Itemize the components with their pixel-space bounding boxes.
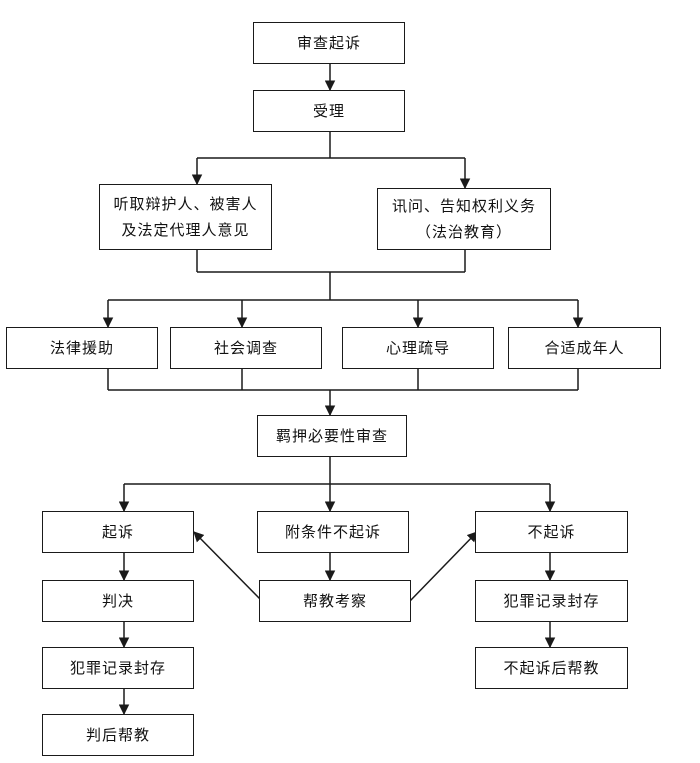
node-label: 合适成年人 [544,339,625,357]
arrow-observation-to-non-prosecution [409,531,478,602]
node-label: 审查起诉 [296,34,361,52]
node-detention-review: 羁押必要性审查 [257,415,407,457]
arrow-observation-to-prosecute [193,531,263,602]
node-label-line2: （法治教育） [415,223,512,241]
node-label-line1: 讯问、告知权利义务 [391,197,536,215]
node-non-prosecution: 不起诉 [475,511,628,553]
node-label: 犯罪记录封存 [69,659,166,677]
node-record-sealing-left: 犯罪记录封存 [42,647,194,689]
node-label: 不起诉后帮教 [503,659,600,677]
node-label: 帮教考察 [302,592,367,610]
node-record-sealing-right: 犯罪记录封存 [475,580,628,622]
node-label: 起诉 [101,523,134,541]
node-legal-aid: 法律援助 [6,327,158,369]
node-label-line2: 及法定代理人意见 [121,221,250,239]
node-label: 受理 [312,102,345,120]
node-post-judgment-assistance: 判后帮教 [42,714,194,756]
node-label: 犯罪记录封存 [503,592,600,610]
node-conditional-non-prosecution: 附条件不起诉 [257,511,409,553]
node-counseling: 心理疏导 [342,327,494,369]
node-label-line1: 听取辩护人、被害人 [113,195,258,213]
node-accept: 受理 [253,90,405,132]
node-label: 法律援助 [49,339,114,357]
node-interrogate: 讯问、告知权利义务 （法治教育） [377,188,551,250]
node-label: 判后帮教 [85,726,150,744]
node-hear-opinions: 听取辩护人、被害人 及法定代理人意见 [99,184,272,250]
node-label: 不起诉 [527,523,576,541]
node-label: 社会调查 [213,339,278,357]
node-label: 羁押必要性审查 [275,427,388,445]
node-prosecute: 起诉 [42,511,194,553]
node-social-survey: 社会调查 [170,327,322,369]
node-judgment: 判决 [42,580,194,622]
node-review-prosecution: 审查起诉 [253,22,405,64]
node-appropriate-adult: 合适成年人 [508,327,661,369]
node-label: 判决 [101,592,134,610]
node-assistance-observation: 帮教考察 [259,580,411,622]
node-label: 心理疏导 [385,339,450,357]
node-post-non-prosecution-assistance: 不起诉后帮教 [475,647,628,689]
node-label: 附条件不起诉 [284,523,381,541]
